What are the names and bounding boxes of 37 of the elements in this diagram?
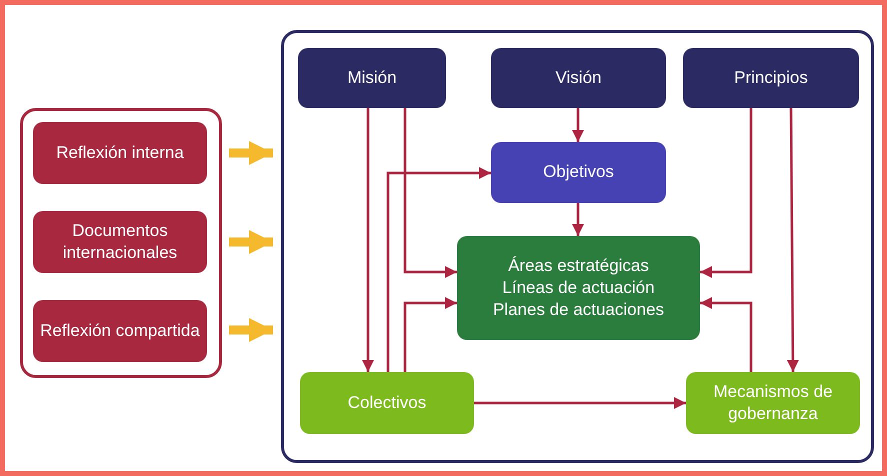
input-box: [33, 211, 207, 273]
box-label: Documentos internacionales: [62, 220, 178, 264]
process-box: [686, 372, 860, 434]
box-label: Planes de actuaciones: [492, 299, 664, 322]
header-box: [491, 48, 666, 108]
arrow: [700, 297, 752, 372]
box-label: Visión: [556, 66, 602, 89]
arrow: [786, 108, 799, 372]
input-box: [33, 300, 207, 362]
group-frame: [20, 108, 222, 378]
arrow: [229, 141, 273, 165]
arrow: [386, 167, 491, 372]
arrow: [404, 297, 457, 372]
box-label: Colectivos: [348, 392, 426, 414]
box-label: Objetivos: [543, 161, 614, 184]
box-label: Mecanismos de gobernanza: [712, 380, 834, 425]
box-label: Principios: [734, 66, 808, 89]
group-frame: [281, 30, 874, 463]
arrow: [404, 108, 457, 278]
arrow: [474, 397, 686, 409]
arrow: [229, 230, 273, 254]
input-box: [33, 122, 207, 184]
process-box: [300, 372, 474, 434]
box-label: Reflexión compartida: [40, 320, 200, 342]
box-label: Reflexión interna: [56, 142, 184, 164]
header-box: [683, 48, 859, 108]
process-box: [491, 142, 666, 203]
header-box: [298, 48, 446, 108]
arrow: [572, 108, 584, 142]
process-box: [457, 236, 700, 340]
arrow: [229, 318, 273, 342]
box-label: Misión: [347, 66, 397, 89]
arrow: [700, 108, 752, 278]
box-label: Líneas de actuación: [502, 276, 655, 299]
arrow: [362, 108, 374, 372]
box-label: Áreas estratégicas: [508, 254, 649, 277]
arrow: [572, 203, 584, 236]
